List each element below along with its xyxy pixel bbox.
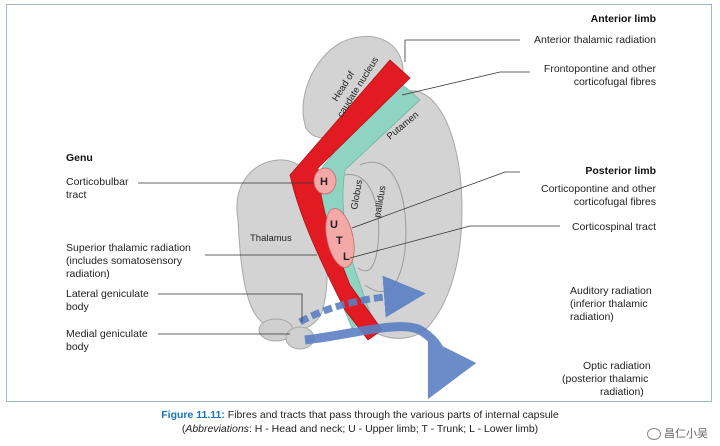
figure-caption: Figure 11.11: Fibres and tracts that pas… bbox=[0, 408, 720, 436]
u-letter: U bbox=[330, 219, 338, 231]
leader-frontopontine bbox=[401, 71, 530, 96]
auditory-label-3: radiation) bbox=[570, 311, 614, 323]
figure-number: Figure 11.11: bbox=[161, 409, 225, 421]
auditory-label-1: Auditory radiation bbox=[570, 285, 652, 297]
corticospinal-label: Corticospinal tract bbox=[572, 221, 656, 233]
watermark-text: 昌仁小吴 bbox=[664, 428, 708, 440]
auditory-label-2: (inferior thalamic bbox=[570, 298, 648, 310]
h-letter: H bbox=[320, 176, 328, 188]
leader-corticospinal bbox=[349, 225, 560, 259]
frontopontine-label-2: corticofugal fibres bbox=[574, 76, 656, 88]
superior-thalamic-label-3: radiation) bbox=[66, 268, 110, 280]
caption-line-2: (Abbreviations: H - Head and neck; U - U… bbox=[0, 422, 720, 436]
frontopontine-label-1: Frontopontine and other bbox=[544, 63, 657, 75]
t-letter: T bbox=[336, 235, 343, 247]
lateral-geniculate-label-1: Lateral geniculate bbox=[66, 288, 149, 300]
caption-open-paren: ( bbox=[181, 423, 186, 435]
medial-geniculate-label-1: Medial geniculate bbox=[66, 328, 148, 340]
auditory-radiation-arrow bbox=[298, 275, 426, 326]
optic-label-3: radiation) bbox=[600, 386, 644, 398]
globus-pallidus-inner bbox=[344, 174, 380, 272]
anterior-limb-heading: Anterior limb bbox=[591, 13, 656, 25]
genu-heading: Genu bbox=[66, 152, 93, 164]
leader-anterior-thalamic bbox=[404, 39, 520, 62]
posterior-limb-heading: Posterior limb bbox=[585, 165, 656, 177]
corticopontine-label-2: corticofugal fibres bbox=[574, 196, 656, 208]
thalamus-label: Thalamus bbox=[250, 233, 292, 244]
caption-line-1: Figure 11.11: Fibres and tracts that pas… bbox=[0, 408, 720, 422]
lateral-geniculate-label-2: body bbox=[66, 301, 90, 313]
superior-thalamic-label-1: Superior thalamic radiation bbox=[66, 242, 191, 254]
superior-thalamic-label-2: (includes somatosensory bbox=[66, 255, 183, 267]
optic-label-2: (posterior thalamic bbox=[562, 373, 648, 385]
anterior-thalamic-label: Anterior thalamic radiation bbox=[534, 34, 656, 46]
caption-text: Fibres and tracts that pass through the … bbox=[224, 409, 559, 421]
corticobulbar-label-1: Corticobulbar bbox=[66, 176, 129, 188]
wechat-icon bbox=[647, 428, 661, 441]
corticopontine-label-1: Corticopontine and other bbox=[541, 183, 656, 195]
head-neck-oval bbox=[313, 167, 337, 195]
abbreviations-text: : H - Head and neck; U - Upper limb; T -… bbox=[248, 423, 539, 435]
medial-geniculate-label-2: body bbox=[66, 341, 90, 353]
optic-label-1: Optic radiation bbox=[583, 360, 651, 372]
abbreviations-label: Abbreviations bbox=[185, 423, 249, 435]
corticobulbar-label-2: tract bbox=[66, 189, 87, 201]
limb-trunk-oval bbox=[325, 208, 355, 268]
leader-lateral-geniculate bbox=[158, 293, 303, 322]
corticofugal-tract bbox=[289, 59, 411, 341]
l-letter: L bbox=[343, 251, 350, 263]
leader-corticopontine bbox=[351, 171, 520, 229]
watermark: 昌仁小吴 bbox=[647, 425, 708, 441]
optic-radiation-arrow bbox=[304, 322, 477, 400]
globus-label: Globus bbox=[349, 179, 365, 211]
